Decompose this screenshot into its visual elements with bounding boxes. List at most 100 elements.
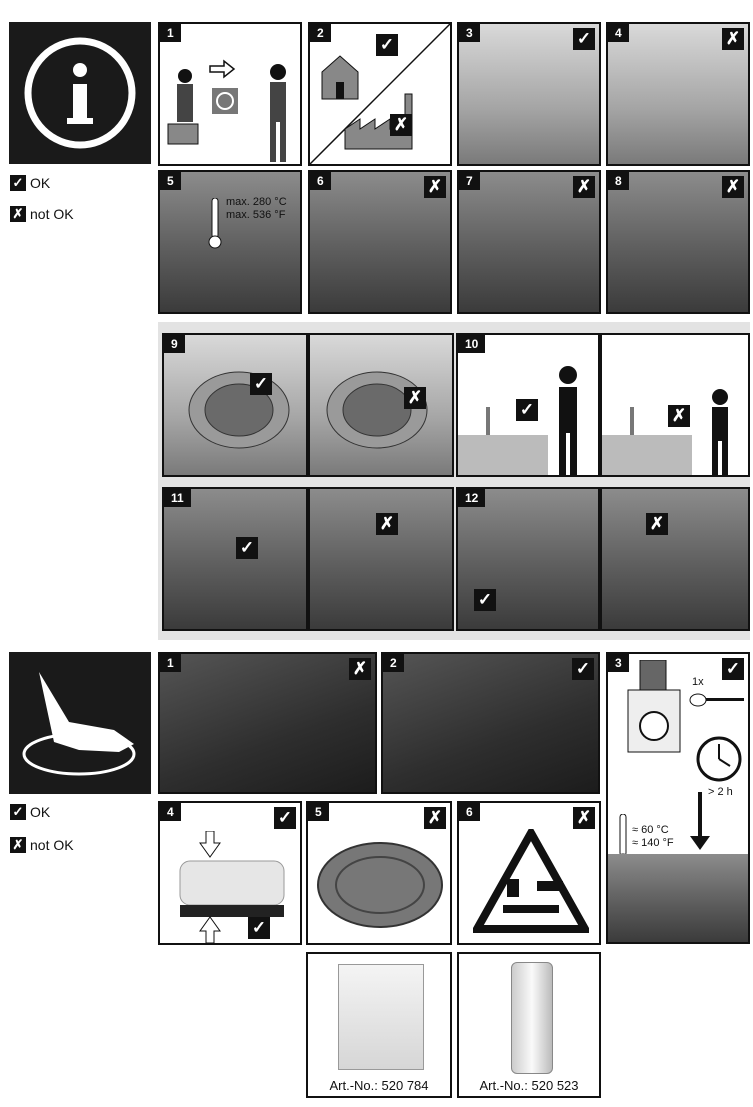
measuring-spoon-icon xyxy=(689,693,744,707)
not-ok-cross-icon: ✗ xyxy=(10,206,26,222)
sponge-illustration xyxy=(179,831,285,943)
not-ok-cross-icon: ✗ xyxy=(424,807,446,829)
filled-sink-photo xyxy=(608,854,748,942)
washing-machine-icon xyxy=(627,660,681,753)
panel-8-hot-water-photo: 8 ✗ xyxy=(606,170,750,314)
not-ok-cross-icon: ✗ xyxy=(573,807,595,829)
person-away-from-sink-illustration xyxy=(602,389,728,475)
panel-10-sensor-ok: 10 ✓ xyxy=(456,333,600,477)
legend-ok: ✓ OK xyxy=(10,175,50,191)
panel-5-temperature: max. 280 °C max. 536 °F xyxy=(226,196,287,222)
article-number-value: 520 784 xyxy=(381,1078,429,1093)
not-ok-cross-icon: ✗ xyxy=(646,513,668,535)
panel-number: 5 xyxy=(160,172,181,190)
info-icon xyxy=(24,37,136,149)
steel-wool-illustration xyxy=(317,842,443,928)
panel-2-indoor-outdoor: 2 ✓ ✗ xyxy=(308,22,452,166)
panel-s3-2-wipe-sink-photo: 2 ✓ xyxy=(381,652,600,794)
panel-s3-3-cleaning-procedure: 3 ✓ 1x > 2 h ≈ 60 °C ≈ 140 °F xyxy=(606,652,750,944)
dose-label: 1x xyxy=(692,676,704,688)
ok-check-icon: ✓ xyxy=(573,28,595,50)
panel-number: 7 xyxy=(459,172,480,190)
legend-not-ok-label: not OK xyxy=(30,837,74,853)
panel-3-cutting-board-photo: 3 ✓ xyxy=(457,22,601,166)
thermometer-icon xyxy=(208,198,222,249)
panel-number: 4 xyxy=(160,803,181,821)
ok-check-icon: ✓ xyxy=(236,537,258,559)
ok-check-icon: ✓ xyxy=(274,807,296,829)
article-number-label: Art.-No.: xyxy=(479,1078,528,1093)
not-ok-cross-icon: ✗ xyxy=(10,837,26,853)
article-number: Art.-No.: 520 784 xyxy=(308,1078,450,1093)
panel-11-faucet-ok-photo: 11 ✓ xyxy=(162,487,308,631)
panel-number: 11 xyxy=(164,489,191,507)
panel-number: 12 xyxy=(458,489,486,507)
ok-check-icon: ✓ xyxy=(722,658,744,680)
legend-ok: ✓ OK xyxy=(10,804,50,820)
product-box-image xyxy=(338,964,424,1070)
ok-check-icon: ✓ xyxy=(10,175,26,191)
not-ok-cross-icon: ✗ xyxy=(349,658,371,680)
panel-number: 10 xyxy=(458,335,486,353)
panel-12-drain-not-ok-photo: ✗ xyxy=(600,487,750,631)
legend-not-ok-label: not OK xyxy=(30,206,74,222)
panel-s3-1-dry-sink-photo: 1 ✗ xyxy=(158,652,377,794)
info-header-block xyxy=(9,22,151,164)
not-ok-cross-icon: ✗ xyxy=(390,114,412,136)
panel-s3-6-chemical-warning: 6 ✗ xyxy=(457,801,601,945)
ok-check-icon: ✓ xyxy=(516,399,538,421)
panel-s3-4-sponge: 4 ✓ ✓ xyxy=(158,801,302,945)
ok-check-icon: ✓ xyxy=(474,589,496,611)
not-ok-cross-icon: ✗ xyxy=(376,513,398,535)
panel-number: 3 xyxy=(608,654,629,672)
soak-time: > 2 h xyxy=(708,786,733,798)
handover-illustration xyxy=(167,59,286,162)
panel-1-handover: 1 xyxy=(158,22,302,166)
ok-check-icon: ✓ xyxy=(572,658,594,680)
panel-number: 3 xyxy=(459,24,480,42)
not-ok-cross-icon: ✗ xyxy=(722,28,744,50)
product-card-activ-bottle: Art.-No.: 520 523 xyxy=(457,952,601,1098)
panel-number: 2 xyxy=(310,24,331,42)
panel-number: 2 xyxy=(383,654,404,672)
panel-12-drain-ok-photo: 12 ✓ xyxy=(456,487,600,631)
article-number: Art.-No.: 520 523 xyxy=(459,1078,599,1093)
cleaning-header-block xyxy=(9,652,151,794)
person-at-sink-illustration xyxy=(458,366,577,475)
product-card-activ-pulver: Art.-No.: 520 784 xyxy=(306,952,452,1098)
panel-number: 9 xyxy=(164,335,185,353)
down-arrow-icon xyxy=(690,792,710,850)
not-ok-cross-icon: ✗ xyxy=(573,176,595,198)
strainer-illustration xyxy=(188,371,290,449)
hand-wiping-icon xyxy=(22,672,136,776)
clock-icon xyxy=(696,736,742,782)
not-ok-cross-icon: ✗ xyxy=(668,405,690,427)
panel-s3-5-steel-wool: 5 ✗ xyxy=(306,801,452,945)
panel-4-pots-in-sink-photo: 4 ✗ xyxy=(606,22,750,166)
panel-number: 1 xyxy=(160,654,181,672)
panel-7-chemical-photo: 7 ✗ xyxy=(457,170,601,314)
ok-check-icon: ✓ xyxy=(250,373,272,395)
ok-check-icon: ✓ xyxy=(10,804,26,820)
legend-ok-label: OK xyxy=(30,175,51,191)
ok-check-icon: ✓ xyxy=(248,917,270,939)
water-temp-fahrenheit: ≈ 140 °F xyxy=(632,837,674,849)
panel-number: 5 xyxy=(308,803,329,821)
panel-number: 6 xyxy=(310,172,331,190)
panel-9-strainer-ok-photo: 9 ✓ xyxy=(162,333,308,477)
legend-ok-label: OK xyxy=(30,804,51,820)
corrosive-warning-icon xyxy=(473,829,589,933)
panel-number: 4 xyxy=(608,24,629,42)
ok-check-icon: ✓ xyxy=(376,34,398,56)
panel-5-hot-pan-photo: 5 max. 280 °C max. 536 °F xyxy=(158,170,302,314)
panel-6-paint-photo: 6 ✗ xyxy=(308,170,452,314)
panel-9-strainer-not-ok-photo: ✗ xyxy=(308,333,454,477)
strainer-illustration xyxy=(326,371,428,449)
panel-number: 6 xyxy=(459,803,480,821)
not-ok-cross-icon: ✗ xyxy=(404,387,426,409)
max-temp-fahrenheit: max. 536 °F xyxy=(226,209,286,221)
not-ok-cross-icon: ✗ xyxy=(722,176,744,198)
article-number-value: 520 523 xyxy=(531,1078,579,1093)
max-temp-celsius: max. 280 °C xyxy=(226,196,287,208)
panel-number: 1 xyxy=(160,24,181,42)
